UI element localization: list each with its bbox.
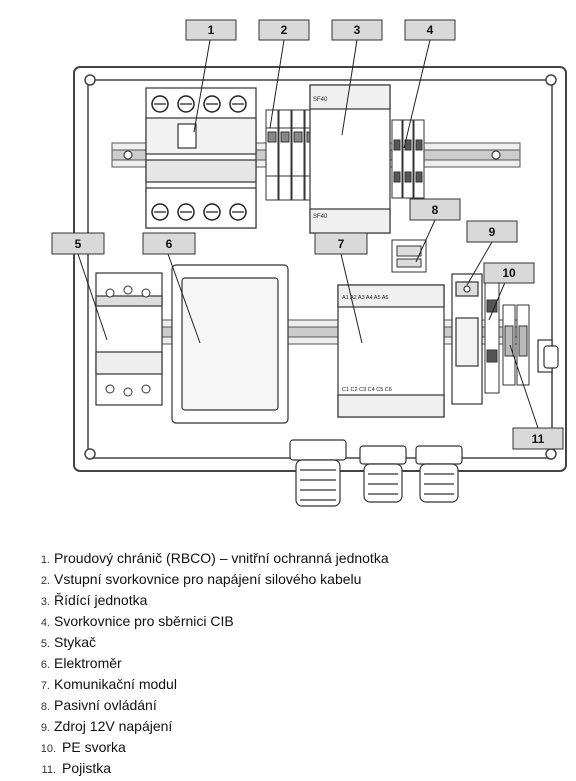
- legend-text: Svorkovnice pro sběrnici CIB: [54, 613, 234, 629]
- legend-number: 2.: [40, 575, 50, 587]
- legend-number: 5.: [40, 638, 50, 650]
- callout-box-6: [142, 232, 196, 255]
- callout-box-10: [483, 262, 535, 284]
- legend-item: 5. Stykač: [34, 632, 389, 653]
- callout-number-5: 5: [75, 237, 82, 251]
- callout-box-3: [331, 19, 383, 41]
- legend-number: 3.: [40, 596, 50, 608]
- communication-module-bottom-label: C1 C2 C3 C4 C5 C6: [342, 387, 392, 393]
- communication-module-top-label: A1 A2 A3 A4 A5 A6: [342, 295, 389, 301]
- pe-terminal: [484, 282, 500, 394]
- rcbo-lever: [177, 123, 197, 149]
- callout-number-9: 9: [489, 225, 496, 239]
- legend-item: 9. Zdroj 12V napájení: [34, 716, 389, 737]
- legend-text: Proudový chránič (RBCO) – vnitřní ochran…: [54, 550, 389, 566]
- corner-screws: [84, 74, 557, 460]
- callout-number-6: 6: [166, 237, 173, 251]
- control-unit: [309, 84, 391, 234]
- legend-item: 6. Elektroměr: [34, 653, 389, 674]
- legend-text: Vstupní svorkovnice pro napájení silovéh…: [54, 571, 362, 587]
- callout-box-7: [314, 232, 368, 255]
- callout-box-2: [258, 19, 310, 41]
- cable-glands: [289, 439, 463, 507]
- callout-box-1: [185, 19, 237, 41]
- control-unit-bottom-label: SF40: [313, 214, 328, 220]
- legend-number: 8.: [40, 701, 50, 713]
- legend-number: 9.: [40, 722, 50, 734]
- fuse-holder: [502, 304, 530, 386]
- callout-box-9: [466, 220, 518, 243]
- callout-box-5: [51, 232, 105, 255]
- input-terminal-block: [265, 109, 318, 201]
- side-cable-gland: [537, 339, 559, 373]
- legend-number: 6.: [40, 659, 50, 671]
- legend-number: 4.: [40, 617, 50, 629]
- legend-text: Zdroj 12V napájení: [54, 718, 173, 734]
- callout-numbers: 1 2 3 4 5 6 7 8 9 10 11: [75, 23, 545, 446]
- legend-item: 7. Komunikační modul: [34, 674, 389, 695]
- rcbo-terminals: [151, 95, 247, 221]
- legend-item: 2. Vstupní svorkovnice pro napájení silov…: [34, 569, 389, 590]
- legend-text: Řídící jednotka: [54, 592, 148, 608]
- communication-module: [337, 284, 445, 418]
- legend-number: 11.: [41, 764, 56, 776]
- callout-number-10: 10: [502, 266, 516, 280]
- legend-item: 1. Proudový chránič (RBCO) – vnitřní ochr…: [34, 548, 389, 569]
- callout-box-8: [409, 198, 461, 221]
- callout-number-1: 1: [208, 23, 215, 37]
- legend-item: 11. Pojistka: [34, 758, 389, 779]
- callout-number-4: 4: [427, 23, 434, 37]
- callout-leaders: [77, 39, 539, 429]
- callout-number-2: 2: [281, 23, 288, 37]
- callout-boxes: [51, 19, 564, 450]
- component-legend: 1. Proudový chránič (RBCO) – vnitřní ochr…: [34, 548, 389, 779]
- callout-number-3: 3: [354, 23, 361, 37]
- callout-number-7: 7: [338, 237, 345, 251]
- energy-meter: [171, 264, 289, 424]
- legend-text: Komunikační modul: [54, 676, 177, 692]
- legend-text: Pojistka: [62, 760, 112, 776]
- callout-number-8: 8: [432, 203, 439, 217]
- legend-item: 4. Svorkovnice pro sběrnici CIB: [34, 611, 389, 632]
- control-unit-top-label: SF40: [313, 97, 328, 103]
- legend-number: 1.: [40, 554, 50, 566]
- legend-text: Pasivní ovládání: [54, 697, 157, 713]
- power-supply-12v: [451, 273, 483, 405]
- callout-box-11: [512, 427, 564, 450]
- passive-control-module: [391, 239, 427, 273]
- cib-terminal-block: [391, 119, 425, 199]
- callout-box-4: [404, 19, 456, 41]
- contactor-screws: [105, 285, 151, 397]
- legend-item: 8. Pasivní ovládání: [34, 695, 389, 716]
- legend-number: 10.: [40, 743, 56, 755]
- legend-item: 10. PE svorka: [34, 737, 389, 758]
- legend-number: 7.: [40, 680, 50, 692]
- legend-item: 3. Řídící jednotka: [34, 590, 389, 611]
- callout-number-11: 11: [532, 432, 545, 446]
- legend-text: Stykač: [54, 634, 97, 650]
- legend-text: Elektroměr: [54, 655, 122, 671]
- legend-text: PE svorka: [62, 739, 126, 755]
- enclosure-diagram: SF40 SF40 A1 A2 A3 A4 A5 A6 C1 C2 C3 C4 …: [51, 19, 567, 507]
